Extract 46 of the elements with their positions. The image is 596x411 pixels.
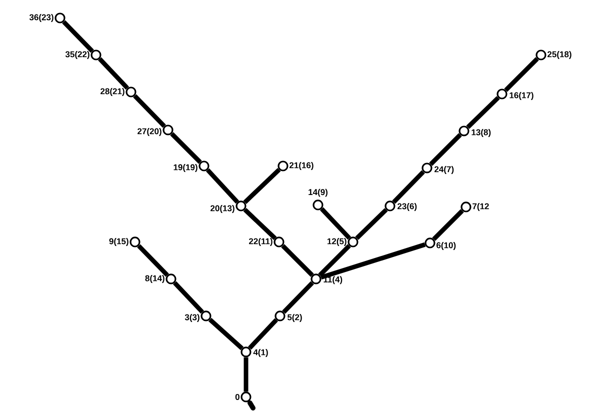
node-label: 20(13)	[210, 205, 234, 213]
node-label: 8(14)	[145, 275, 164, 283]
node-label: 24(7)	[434, 166, 454, 174]
tree-branch	[429, 133, 462, 166]
node-label: 6(10)	[436, 242, 456, 250]
node-label: 7(12	[472, 203, 489, 211]
tree-branch	[98, 57, 129, 90]
node-label: 36(23)	[29, 14, 54, 22]
tree-branch	[504, 57, 539, 92]
tree-branch	[320, 242, 426, 280]
node-label: 21(16)	[290, 162, 314, 170]
node-label: 16(17)	[510, 92, 534, 100]
node-label: 9(15)	[109, 238, 128, 246]
node-label: 4(1)	[253, 349, 268, 357]
node-label: 35(22)	[65, 51, 90, 59]
tree-branch	[206, 168, 240, 204]
tree-branch	[248, 318, 278, 350]
node-label: 5(2)	[287, 314, 302, 322]
tree-branch	[244, 357, 248, 392]
tree-branch	[243, 168, 281, 204]
tree-branch	[170, 132, 202, 164]
node-label: 28(21)	[100, 88, 124, 96]
tree-branch	[208, 318, 244, 350]
node-label: 14(9)	[308, 188, 328, 197]
node-label: 3(3)	[184, 314, 200, 322]
tree-branch	[173, 281, 204, 314]
tree-branch	[355, 208, 388, 240]
node-label: 19(19)	[174, 164, 198, 172]
node-label: 27(20)	[138, 128, 162, 136]
node-label: 12(5)	[328, 238, 346, 246]
node-label: 0	[235, 394, 240, 400]
node-label: 13(8)	[472, 129, 491, 137]
tree-branch	[133, 94, 166, 128]
tree-branch	[318, 244, 351, 277]
tree-branch	[282, 281, 314, 314]
node-label: 25(18)	[548, 51, 572, 59]
tree-branch	[281, 244, 314, 277]
node-label: 23(6)	[398, 203, 417, 211]
tree-branch	[432, 209, 464, 241]
tree-branch	[466, 96, 500, 129]
tree-branch	[62, 20, 94, 53]
tree-branch	[243, 208, 277, 240]
node-label: 22(11)	[249, 238, 272, 246]
tree-branch	[137, 244, 169, 277]
tree-branch	[392, 170, 425, 204]
tree-branch	[320, 207, 351, 240]
